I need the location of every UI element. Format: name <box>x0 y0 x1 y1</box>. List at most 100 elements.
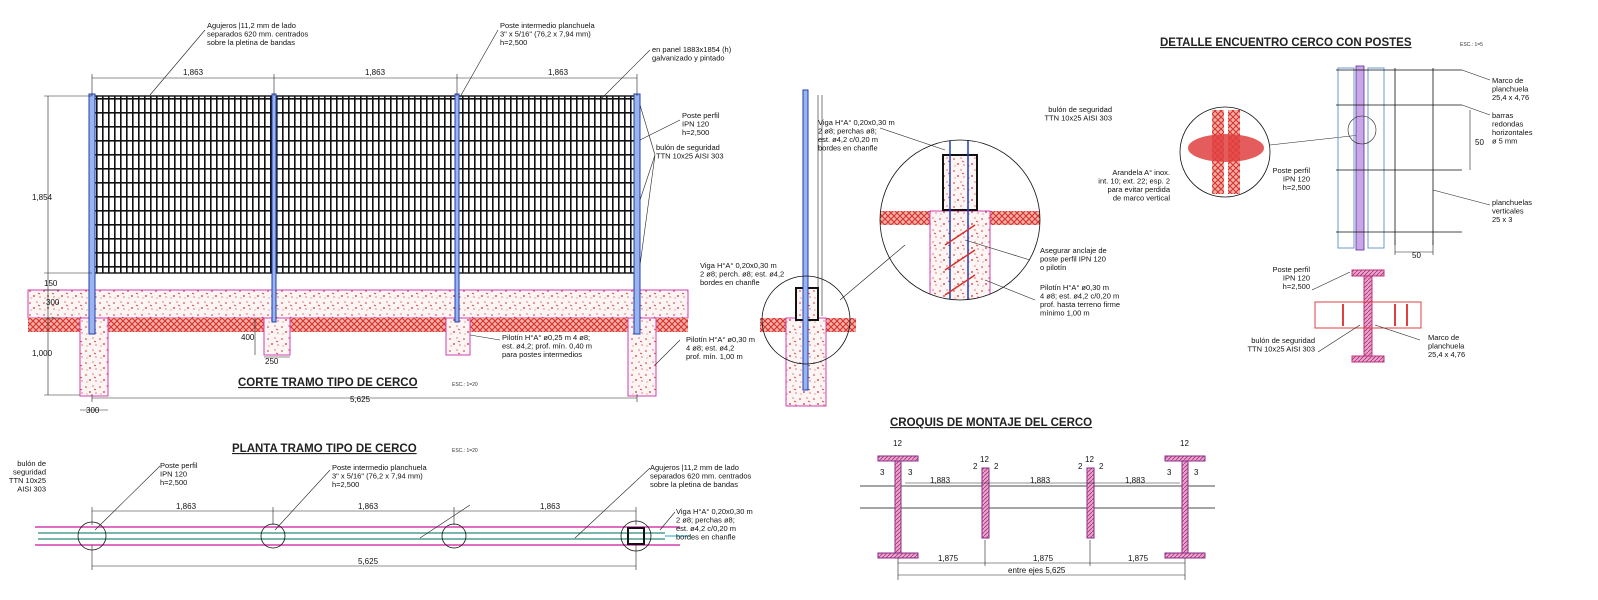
label-pilotin-side: 4 ø8; est. ø4,2 <box>686 344 734 353</box>
label-plan-bulon: bulón de <box>17 459 46 468</box>
label-plan-intermedio: 3" x 5/16" (76,2 x 7,94 mm) <box>332 472 423 481</box>
croquis-post-mid-2 <box>1086 467 1095 539</box>
label-agujeros: separados 620 mm. centrados <box>207 30 309 39</box>
label-asegurar: poste perfil IPN 120 <box>1040 255 1106 264</box>
label-pilotin-side: Pilotín H°A° ø0,30 m <box>686 335 755 344</box>
dimension-w12: 12 <box>893 439 902 448</box>
fence-plan <box>35 465 690 570</box>
title-planta-tramo: PLANTA TRAMO TIPO DE CERCO <box>232 443 417 455</box>
dimension-w3: 3 <box>908 468 913 477</box>
label-poste-det: IPN 120 <box>1283 175 1310 184</box>
scale-detalle: ESC.: 1=5 <box>1460 42 1483 48</box>
title-corte-tramo: CORTE TRAMO TIPO DE CERCO <box>238 377 418 389</box>
label-marco: 25,4 x 4,76 <box>1492 93 1529 102</box>
label-marco: Marco de <box>1492 76 1523 85</box>
label-poste-det: Poste perfil <box>1272 166 1310 175</box>
label-plan-poste: h=2,500 <box>160 478 187 487</box>
label-plan-viga: bordes en chanfle <box>676 533 736 542</box>
label-poste-perfil: h=2,500 <box>682 128 709 137</box>
label-agujeros: Agujeros |11,2 mm de lado <box>207 21 296 30</box>
footing-intermediate-2 <box>445 317 471 356</box>
dimension-d400: 400 <box>241 333 255 342</box>
dimension-d300b: 300 <box>86 406 100 415</box>
footing-right <box>627 317 657 397</box>
label-poste-ipn: IPN 120 <box>1283 274 1310 283</box>
ground-concrete-band <box>27 289 689 319</box>
croquis-post-end-right <box>1164 455 1206 559</box>
dimension-span: 1,863 <box>365 68 386 77</box>
label-plan-agujeros: Agujeros |11,2 mm de lado <box>650 463 739 472</box>
post-connection-detail <box>1179 65 1491 363</box>
mesh-panel <box>91 95 638 274</box>
dimension-w2: 2 <box>1099 462 1104 471</box>
label-pilotin-int: Pilotín H°A° ø0,25 m 4 ø8; <box>502 333 590 342</box>
side-section <box>760 89 906 407</box>
label-arandela: Arandela A° inox. <box>1112 168 1170 177</box>
label-planchuelas: planchuelas <box>1492 198 1532 207</box>
dimension-spacing: 50 <box>1475 138 1484 147</box>
dimension-span: 1,863 <box>183 68 204 77</box>
footing-detail-circle <box>879 127 1041 301</box>
label-poste-intermedio: 3" x 5/16" (76,2 x 7,94 mm) <box>500 30 591 39</box>
dimension-croquis-span: 1,883 <box>930 476 951 485</box>
label-viga-small: bordes en chanfle <box>700 278 760 287</box>
label-plan-poste: Poste perfil <box>160 461 198 470</box>
post-left <box>88 93 96 335</box>
label-poste-det: h=2,500 <box>1283 183 1310 192</box>
dimension-span: 1,863 <box>358 502 379 511</box>
label-barras: redondas <box>1492 120 1524 129</box>
label-panel: galvanizado y pintado <box>652 54 725 63</box>
label-plan-intermedio: Poste intermedio planchuela <box>332 463 427 472</box>
label-viga-side: est. ø4,2 c/0,20 m <box>818 135 878 144</box>
label-poste-ipn: h=2,500 <box>1283 282 1310 291</box>
label-bulon-ipn: bulón de seguridad <box>1251 336 1315 345</box>
label-pilotin-det: Pilotín H°A° ø0,30 m <box>1040 283 1109 292</box>
label-pilotin-int: est. ø4,2; prof. mín. 0,40 m <box>502 342 592 351</box>
dimension-croquis-axis: 1,875 <box>1033 554 1054 563</box>
label-arandela: para evitar perdida <box>1107 185 1170 194</box>
label-viga-side: bordes en chanfle <box>818 144 878 153</box>
footing-intermediate-1 <box>263 317 291 356</box>
label-plan-bulon: AISI 303 <box>17 485 46 494</box>
dimension-d250: 250 <box>265 357 279 366</box>
dimension-total: 5,625 <box>350 395 371 404</box>
label-barras: horizontales <box>1492 128 1533 137</box>
title-detalle-encuentro: DETALLE ENCUENTRO CERCO CON POSTES <box>1160 37 1412 49</box>
scale-planta: ESC.: 1=20 <box>452 448 478 454</box>
label-viga-side: 2 ø8; perchas ø8; <box>818 127 877 136</box>
label-plan-viga: 2 ø8; perchas ø8; <box>676 516 735 525</box>
label-barras: ø 5 mm <box>1492 137 1517 146</box>
dimension-w2: 2 <box>994 462 999 471</box>
label-pilotin-int: para postes intermedios <box>502 350 582 359</box>
dimension-w2: 2 <box>973 462 978 471</box>
ground-hatch <box>28 318 688 332</box>
label-plan-viga: Viga H°A° 0,20x0,30 m <box>676 507 753 516</box>
dimension-w2: 2 <box>1078 462 1083 471</box>
dimension-total: 5,625 <box>358 557 379 566</box>
label-poste-perfil: IPN 120 <box>682 120 709 129</box>
dimension-w12: 12 <box>980 455 989 464</box>
dimension-w3: 3 <box>1167 468 1172 477</box>
dimension-d300: 300 <box>46 298 60 307</box>
label-marco-ipn: Marco de <box>1428 333 1459 342</box>
label-plan-intermedio: h=2,500 <box>332 480 359 489</box>
dimension-croquis-span: 1,883 <box>1030 476 1051 485</box>
dimension-w12: 12 <box>1180 439 1189 448</box>
label-bulon-det: TTN 10x25 AISI 303 <box>1044 114 1112 123</box>
label-arandela: de marco vertical <box>1113 194 1170 203</box>
label-asegurar: o pilotín <box>1040 263 1066 272</box>
label-arandela: int. 10; ext. 22; esp. 2 <box>1098 177 1170 186</box>
label-asegurar: Asegurar anclaje de <box>1040 246 1107 255</box>
label-plan-bulon: TTN 10x25 <box>9 476 46 485</box>
label-marco: planchuela <box>1492 85 1529 94</box>
dimension-croquis-total: entre ejes 5,625 <box>1008 566 1066 575</box>
label-plan-agujeros: separados 620 mm. centrados <box>650 472 752 481</box>
fence-elevation <box>27 29 689 411</box>
label-marco-ipn: planchuela <box>1428 342 1465 351</box>
label-plan-agujeros: sobre la pletina de bandas <box>650 480 738 489</box>
label-plan-viga: est. ø4,2 c/0,20 m <box>676 524 736 533</box>
label-viga-small: 2 ø8; perch. ø8; est. ø4,2 <box>700 270 784 279</box>
label-planchuelas: 25 x 3 <box>1492 215 1512 224</box>
dimension-w12: 12 <box>1085 455 1094 464</box>
